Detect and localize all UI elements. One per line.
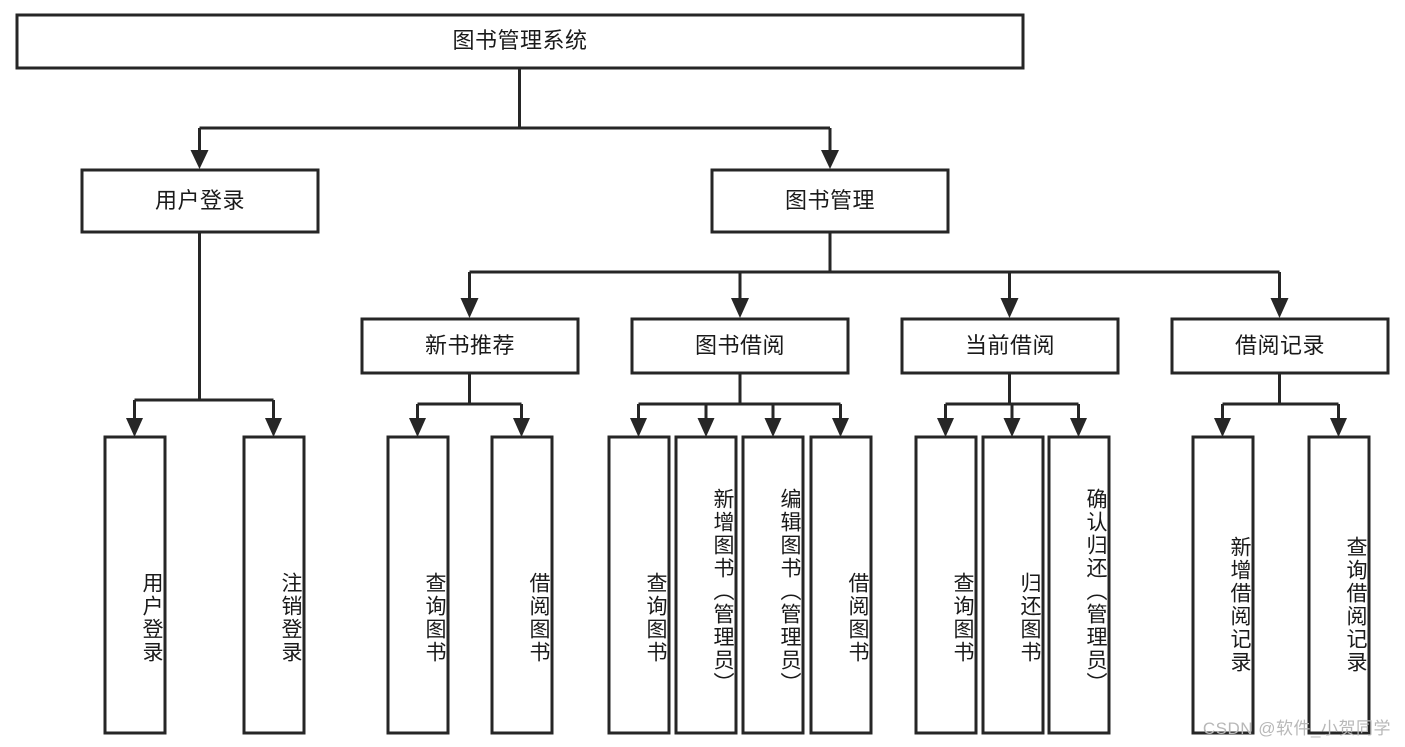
node-box-leaf3[interactable] xyxy=(386,435,450,735)
node-box-leaf12[interactable] xyxy=(1191,435,1255,735)
connector-group-records-to-leaves xyxy=(1214,373,1347,437)
node-box-leaf4[interactable] xyxy=(490,435,554,735)
node-box-leaf8[interactable] xyxy=(809,435,873,735)
node-box-current[interactable] xyxy=(900,317,1120,375)
node-box-root[interactable] xyxy=(15,13,1025,70)
node-box-leaf9[interactable] xyxy=(914,435,978,735)
node-box-borrow[interactable] xyxy=(630,317,850,375)
node-box-leaf6[interactable] xyxy=(674,435,738,735)
node-box-leaf13[interactable] xyxy=(1307,435,1371,735)
node-box-leaf10[interactable] xyxy=(981,435,1045,735)
connector-group-root-to-level2 xyxy=(190,68,839,169)
node-box-leaf2[interactable] xyxy=(242,435,306,735)
node-box-login[interactable] xyxy=(80,168,320,234)
connector-group-login-to-leaves xyxy=(126,232,282,437)
node-box-leaf11[interactable] xyxy=(1047,435,1111,735)
csdn-watermark: CSDN @软件_小贺同学 xyxy=(1202,719,1391,738)
node-box-newbook[interactable] xyxy=(360,317,580,375)
node-box-leaf1[interactable] xyxy=(103,435,167,735)
node-box-leaf5[interactable] xyxy=(607,435,671,735)
connector-group-newbook-to-leaves xyxy=(409,373,530,437)
node-box-bookmgmt[interactable] xyxy=(710,168,950,234)
connector-group-bookmgmt-to-level3 xyxy=(460,232,1289,318)
connector-group-current-to-leaves xyxy=(937,373,1087,437)
node-box-records[interactable] xyxy=(1170,317,1390,375)
connector-group-borrow-to-leaves xyxy=(630,373,849,437)
node-box-leaf7[interactable] xyxy=(741,435,805,735)
